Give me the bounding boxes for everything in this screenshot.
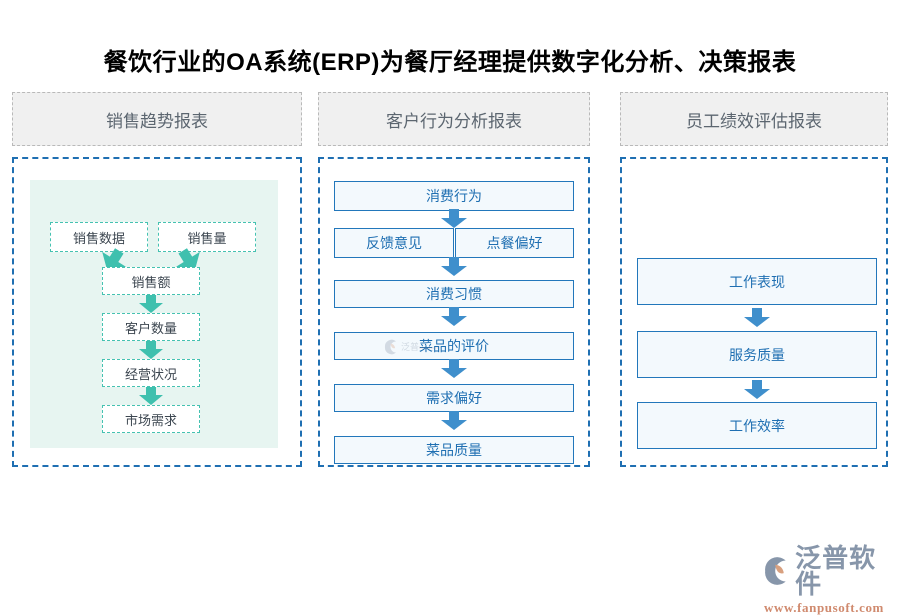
flow-node-label: 服务质量 [729, 346, 785, 363]
arrow-down-glyph [744, 308, 770, 327]
flow-node-sales-data[interactable]: 销售数据 [50, 222, 148, 252]
slide-canvas: 餐饮行业的OA系统(ERP)为餐厅经理提供数字化分析、决策报表 销售趋势报表 客… [12, 49, 888, 615]
brand-logo: 泛普软件 www.fanpusoft.com [762, 545, 900, 616]
flow-node-work-performance[interactable]: 工作表现 [637, 258, 877, 305]
arrow-down-icon [439, 307, 469, 327]
arrow-down-glyph [176, 248, 200, 271]
flow-node-market-demand[interactable]: 市场需求 [102, 405, 200, 433]
arrow-down-icon [742, 380, 772, 400]
arrow-down-icon [439, 257, 469, 277]
panel-customer-behavior [318, 157, 590, 467]
arrow-down-glyph [139, 341, 163, 359]
arrow-down-icon [137, 387, 165, 406]
brand-logo-row: 泛普软件 [762, 545, 900, 597]
column-header-customer-behavior: 客户行为分析报表 [318, 92, 590, 146]
arrow-down-glyph [441, 209, 467, 228]
page-title: 餐饮行业的OA系统(ERP)为餐厅经理提供数字化分析、决策报表 [103, 49, 797, 76]
flow-node-consumption-behavior[interactable]: 消费行为 [334, 181, 574, 211]
flow-node-work-efficiency[interactable]: 工作效率 [637, 402, 877, 449]
flow-node-label: 点餐偏好 [486, 235, 543, 251]
brand-url: www.fanpusoft.com [764, 600, 884, 615]
column-header-sales-trend: 销售趋势报表 [12, 92, 302, 146]
arrow-down-icon [439, 209, 469, 229]
brand-name: 泛普软件 [795, 543, 877, 599]
flow-node-customer-count[interactable]: 客户数量 [102, 313, 200, 341]
arrow-down-icon [439, 359, 469, 379]
column-header-staff-performance: 员工绩效评估报表 [620, 92, 888, 146]
arrow-down-glyph [441, 257, 467, 276]
flow-node-label: 工作效率 [729, 417, 785, 434]
flow-node-consumption-habit[interactable]: 消费习惯 [334, 280, 574, 308]
flow-node-label: 销售量 [187, 230, 227, 246]
arrow-down-icon [742, 308, 772, 328]
arrow-down-icon [439, 411, 469, 431]
flow-node-service-quality[interactable]: 服务质量 [637, 331, 877, 378]
column-header-label: 客户行为分析报表 [386, 111, 522, 131]
arrow-down-glyph [744, 380, 770, 399]
flow-node-sales-volume[interactable]: 销售量 [158, 222, 256, 252]
arrow-down-icon [168, 242, 210, 280]
flow-node-dish-review[interactable]: 菜品的评价 [334, 332, 574, 360]
flow-node-label: 客户数量 [124, 320, 177, 336]
flow-node-feedback[interactable]: 反馈意见 [334, 228, 454, 258]
flow-node-label: 菜品质量 [426, 442, 482, 458]
arrow-down-icon [137, 341, 165, 360]
flow-node-label: 菜品的评价 [419, 338, 489, 354]
arrow-down-glyph [441, 359, 467, 378]
flow-node-label: 工作表现 [729, 273, 785, 290]
column-header-label: 销售趋势报表 [106, 111, 208, 131]
flow-node-label: 经营状况 [124, 366, 177, 382]
flow-node-label: 消费行为 [426, 188, 482, 204]
panel-sales-trend [12, 157, 302, 467]
arrow-down-glyph [441, 411, 467, 430]
arrow-down-glyph [102, 248, 126, 271]
flow-node-sales-amount[interactable]: 销售额 [102, 267, 200, 295]
column-header-label: 员工绩效评估报表 [686, 111, 822, 131]
panel-staff-performance [620, 157, 888, 467]
flow-node-label: 销售数据 [72, 230, 125, 246]
arrow-down-icon [92, 242, 134, 280]
arrow-down-icon [137, 295, 165, 314]
arrow-down-glyph [139, 295, 163, 313]
arrow-down-glyph [441, 307, 467, 326]
flow-node-label: 消费习惯 [426, 286, 482, 302]
flow-node-dish-quality[interactable]: 菜品质量 [334, 436, 574, 464]
flow-node-label: 销售额 [131, 274, 171, 290]
flow-node-business-status[interactable]: 经营状况 [102, 359, 200, 387]
flow-node-demand-preference[interactable]: 需求偏好 [334, 384, 574, 412]
flow-node-label: 市场需求 [124, 412, 177, 428]
flow-node-label: 需求偏好 [426, 390, 482, 406]
arrow-down-glyph [139, 387, 163, 405]
fanpu-mark-icon [765, 557, 786, 585]
flow-node-ordering-preference[interactable]: 点餐偏好 [455, 228, 574, 258]
flow-node-label: 反馈意见 [366, 235, 422, 251]
